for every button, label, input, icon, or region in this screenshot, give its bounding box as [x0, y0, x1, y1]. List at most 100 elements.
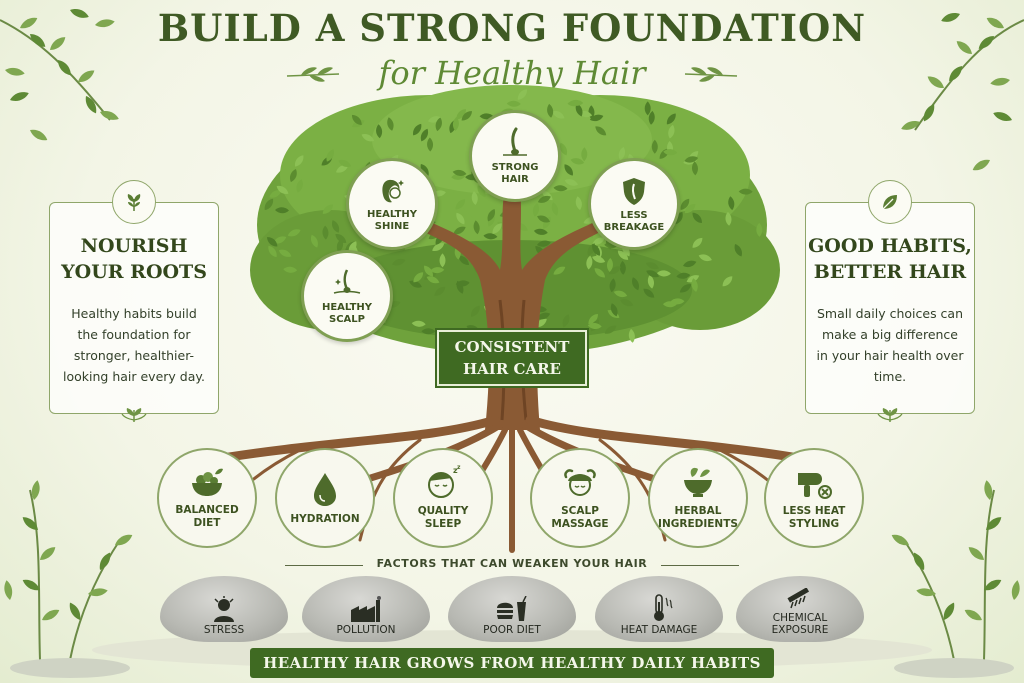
bottom-right-plant	[889, 479, 1022, 678]
canopy-leaf	[275, 207, 289, 214]
canopy-leaf	[547, 103, 554, 118]
canopy-leaf	[517, 89, 527, 100]
canopy-leaf	[676, 272, 691, 279]
canopy-leaf	[559, 142, 568, 156]
canopy-leaf	[506, 100, 521, 107]
canopy-leaf	[430, 267, 445, 274]
canopy-leaf	[645, 262, 659, 270]
canopy-leaf	[575, 103, 583, 117]
right-sprig-icon	[684, 67, 738, 82]
habit-quality-sleep: z z QUALITY SLEEP	[393, 448, 493, 548]
canopy-leaf	[361, 133, 375, 142]
canopy-leaf	[461, 111, 473, 121]
top-right-branch	[899, 10, 1024, 174]
hair-dryer-no-icon	[798, 473, 832, 499]
thermometer-icon	[654, 594, 673, 621]
canopy-leaf	[310, 234, 318, 248]
canopy-leaf	[456, 212, 465, 225]
canopy-leaf	[725, 211, 732, 226]
canopy-leaf	[409, 280, 422, 288]
canopy-leaf	[592, 237, 605, 245]
canopy-leaf	[537, 215, 550, 223]
canopy-leaf	[675, 211, 683, 225]
canopy-leaf	[656, 270, 671, 277]
canopy-leaf	[663, 149, 678, 156]
right-card-badge	[868, 180, 912, 224]
canopy-leaf	[387, 117, 394, 131]
canopy-leaf	[453, 226, 466, 235]
canopy-leaf	[278, 249, 292, 257]
canopy-leaf	[432, 243, 445, 252]
canopy-leaf	[553, 266, 566, 275]
left-card-sprig-icon	[121, 408, 147, 422]
factor-stress: STRESS	[160, 576, 288, 642]
canopy-leaf	[421, 328, 436, 335]
canopy-leaf	[413, 123, 422, 136]
canopy-leaf	[322, 225, 329, 240]
canopy-leaf	[537, 195, 551, 203]
left-card-heading: NOURISH YOUR ROOTS	[61, 235, 207, 283]
left-info-card: NOURISH YOUR ROOTS Healthy habits build …	[49, 202, 219, 414]
habit-label: HYDRATION	[290, 512, 360, 525]
canopy-leaf	[338, 159, 352, 168]
canopy-leaf	[679, 284, 692, 293]
canopy-leaf	[604, 325, 617, 334]
woman-face-icon	[382, 179, 404, 202]
canopy-leaf	[473, 220, 480, 235]
canopy-leaf	[618, 146, 626, 161]
canopy-leaf	[683, 260, 697, 268]
right-card-sprig-icon	[877, 408, 903, 422]
factors-divider-right	[661, 565, 739, 566]
canopy-leaf	[551, 202, 559, 216]
benefit-healthy-shine: HEALTHY SHINE	[346, 158, 438, 250]
canopy-leaf	[606, 258, 613, 272]
canopy-leaf	[267, 237, 278, 247]
factor-label: STRESS	[203, 624, 245, 636]
canopy-leaf	[335, 234, 347, 243]
bottom-left-plant	[2, 479, 135, 678]
canopy-leaf	[647, 274, 655, 289]
canopy-leaf	[439, 253, 446, 268]
habit-label: QUALITY SLEEP	[417, 505, 469, 530]
habit-label: LESS HEAT STYLING	[782, 505, 846, 530]
svg-text:z: z	[457, 465, 461, 471]
canopy-leaf	[691, 278, 698, 292]
canopy-leaf	[434, 286, 446, 296]
canopy-leaf	[287, 229, 301, 237]
canopy-leaf	[684, 204, 696, 214]
canopy-leaf	[686, 275, 700, 283]
canopy-leaf	[483, 233, 498, 240]
canopy-leaf	[620, 299, 634, 307]
canopy-leaf	[592, 255, 606, 263]
canopy-leaf	[644, 101, 651, 116]
canopy-leaf	[326, 149, 334, 162]
canopy-leaf	[692, 212, 702, 223]
canopy-leaf	[698, 254, 712, 262]
factor-chemical-exposure: CHEMICAL EXPOSURE	[736, 576, 864, 642]
canopy-leaf	[435, 117, 442, 132]
left-card-text: Healthy habits build the foundation for …	[63, 306, 205, 384]
canopy-leaf	[536, 312, 551, 320]
canopy-leaf	[562, 314, 570, 328]
sleeping-face-icon: z z	[428, 465, 461, 498]
canopy-leaf	[276, 185, 289, 195]
canopy-leaf	[455, 199, 466, 210]
canopy-leaf	[684, 156, 699, 163]
canopy-leaf	[552, 110, 565, 119]
canopy-leaf	[392, 258, 406, 266]
left-sprig-icon	[286, 67, 340, 82]
right-card-text: Small daily choices can make a big diffe…	[816, 306, 964, 384]
canopy-leaf	[420, 128, 429, 142]
bottom-banner: HEALTHY HAIR GROWS FROM HEALTHY DAILY HA…	[250, 648, 774, 678]
factor-label: HEAT DAMAGE	[620, 624, 698, 636]
canopy-leaf	[268, 245, 277, 258]
canopy-leaf	[738, 188, 753, 195]
factor-label: POLLUTION	[336, 624, 396, 636]
canopy-leaf	[351, 114, 362, 125]
canopy-leaf	[322, 204, 334, 214]
canopy-leaf	[289, 169, 297, 183]
hair-comb-icon	[787, 588, 810, 609]
canopy-leaf	[680, 198, 690, 210]
canopy-leaf	[589, 114, 604, 122]
canopy-leaf	[581, 147, 588, 162]
